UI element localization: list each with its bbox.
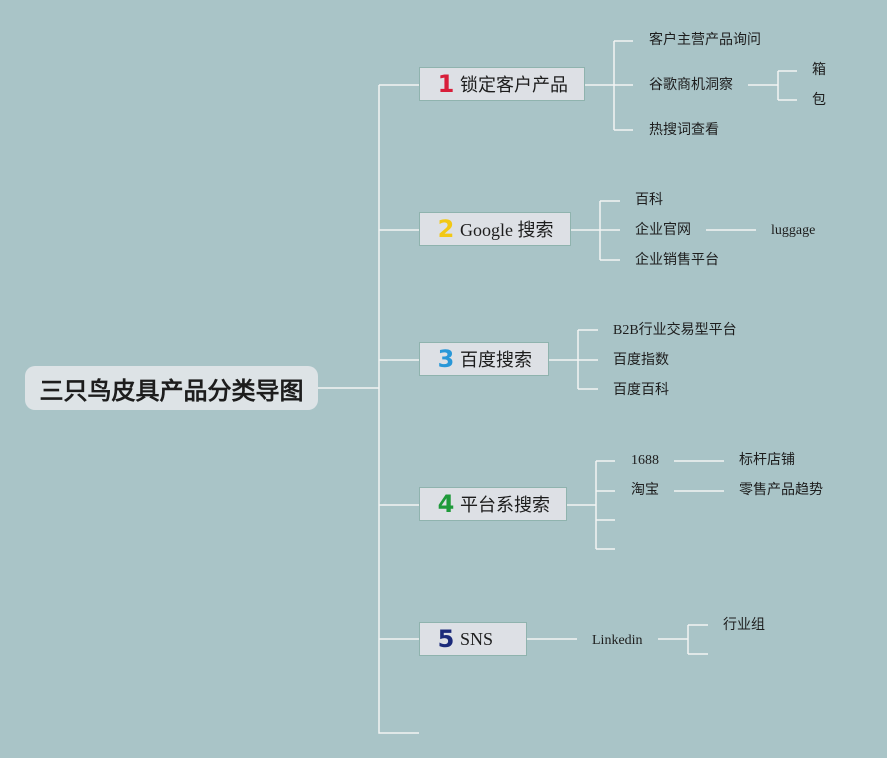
branch-2-label: Google 搜索 [460,220,554,240]
branch-4-children-bracket [566,460,615,550]
leaf-benchmark-store[interactable]: 标杆店铺 [739,453,795,468]
leaf-linkedin[interactable]: Linkedin [592,633,643,648]
leaf-company-website[interactable]: 企业官网 [635,223,691,238]
branch-5-label: SNS [460,628,494,649]
leaf-industry-group[interactable]: 行业组 [723,618,765,633]
number-1-icon: 1 [437,70,455,98]
number-3-icon: 3 [437,345,455,373]
number-4-icon: 4 [437,490,455,518]
branch-3-topic[interactable]: 3 百度搜索 [419,342,549,376]
leaf-baidu-baike[interactable]: 百度百科 [613,383,669,398]
branch-2-topic[interactable]: 2 Google 搜索 [419,212,571,246]
leaf-luggage-box[interactable]: 箱 [812,63,826,78]
branch-5-topic[interactable]: 5 SNS [419,622,527,656]
branch-3-label: 百度搜索 [460,350,532,370]
branch-1-topic[interactable]: 1 锁定客户产品 [419,67,585,101]
branch-4-topic[interactable]: 4 平台系搜索 [419,487,567,521]
branch-1-label: 锁定客户产品 [460,75,568,95]
leaf-bag[interactable]: 包 [812,93,826,108]
leaf-luggage-keyword[interactable]: luggage [771,223,816,238]
leaf-hot-keywords[interactable]: 热搜词查看 [649,123,719,138]
leaf-retail-trends[interactable]: 零售产品趋势 [739,483,823,498]
branch-1-children-bracket [584,40,633,131]
leaf-google-insight[interactable]: 谷歌商机洞察 [649,78,733,93]
branch-3-children-bracket [548,329,598,390]
leaf-b2b-platform[interactable]: B2B行业交易型平台 [613,323,737,338]
leaf-taobao[interactable]: 淘宝 [631,483,659,498]
leaf-customer-products[interactable]: 客户主营产品询问 [649,33,761,48]
leaf-sales-platform[interactable]: 企业销售平台 [635,253,719,268]
linkedin-children-bracket [658,624,708,655]
root-topic[interactable]: 三只鸟皮具产品分类导图 [25,366,318,410]
branch-2-children-bracket [570,200,620,261]
leaf-1688[interactable]: 1688 [631,453,659,468]
number-5-icon: 5 [437,625,455,653]
insight-children-bracket [748,70,797,101]
trunk-line [378,85,419,734]
branch-4-label: 平台系搜索 [460,495,550,515]
leaf-encyclopedia[interactable]: 百科 [635,193,663,208]
number-2-icon: 2 [437,215,455,243]
root-topic-label: 三只鸟皮具产品分类导图 [39,376,304,405]
leaf-baidu-index[interactable]: 百度指数 [613,353,669,368]
